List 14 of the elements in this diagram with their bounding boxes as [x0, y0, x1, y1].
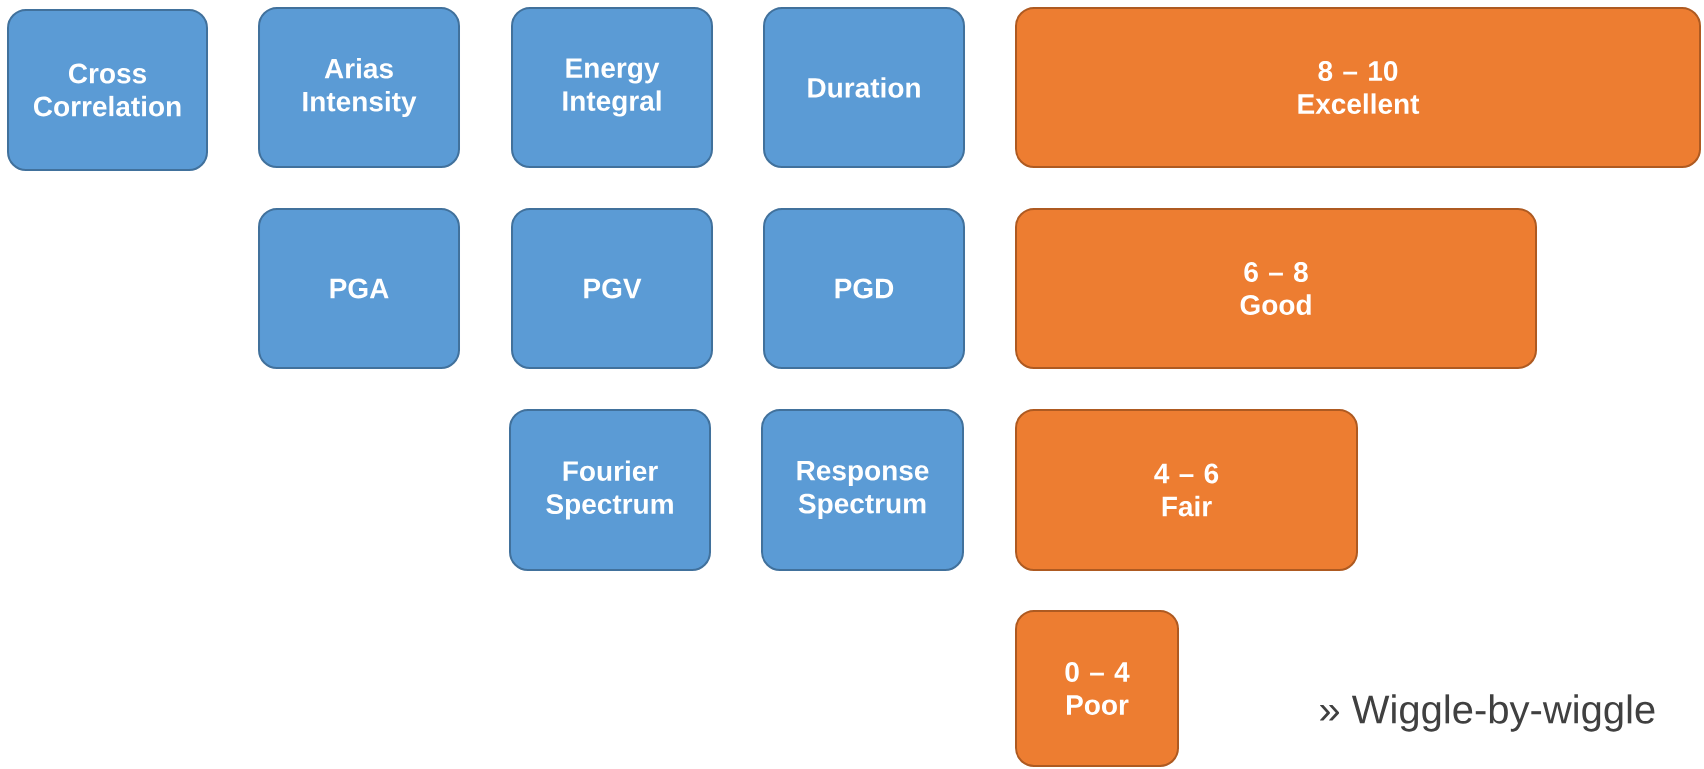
metric-box: Cross Correlation	[7, 9, 208, 171]
metric-box: Response Spectrum	[761, 409, 964, 571]
metric-box: PGV	[511, 208, 713, 369]
rating-box: 8 – 10 Excellent	[1015, 7, 1701, 168]
metric-box: Arias Intensity	[258, 7, 460, 168]
metric-box: PGA	[258, 208, 460, 369]
metric-box: PGD	[763, 208, 965, 369]
metric-box: Fourier Spectrum	[509, 409, 711, 571]
rating-box: 6 – 8 Good	[1015, 208, 1537, 369]
bullet-text: » Wiggle-by-wiggle	[1320, 694, 1655, 732]
rating-box: 4 – 6 Fair	[1015, 409, 1358, 571]
metric-box: Duration	[763, 7, 965, 168]
rating-box: 0 – 4 Poor	[1015, 610, 1179, 767]
metric-box: Energy Integral	[511, 7, 713, 168]
